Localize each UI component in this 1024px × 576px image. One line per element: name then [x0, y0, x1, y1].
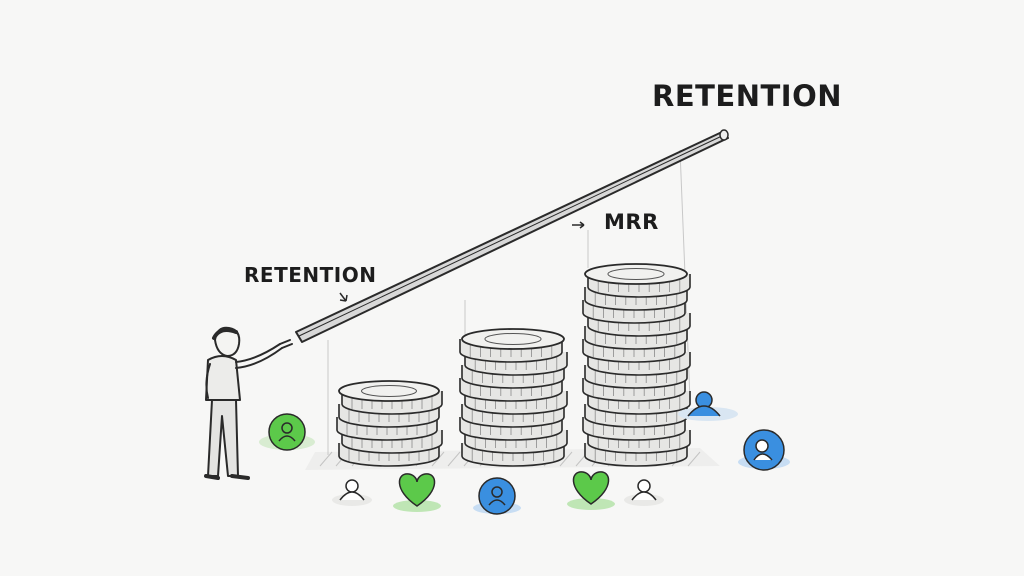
coin-top — [584, 263, 688, 285]
green-heart-icon — [567, 471, 615, 510]
coin-emblem — [607, 268, 665, 280]
blue-user-icon — [738, 429, 790, 471]
coin-top — [461, 328, 565, 350]
green-heart-icon — [393, 473, 441, 512]
green-user-icon — [259, 413, 315, 451]
blue-user-icon — [473, 477, 521, 515]
coin-emblem — [484, 333, 542, 345]
coin-stack-short — [336, 380, 443, 467]
white-user-icon — [332, 479, 372, 506]
white-user-icon — [624, 479, 664, 506]
retention-label-top: RETENTION — [652, 79, 842, 113]
retention-label-left: RETENTION — [244, 263, 377, 287]
label-arrows — [339, 221, 585, 302]
blue-user-icon — [678, 391, 738, 421]
coin-stack-tall — [582, 263, 691, 467]
presenter-figure — [204, 326, 293, 480]
coin-top — [338, 380, 440, 402]
rising-bar — [295, 129, 729, 343]
coin-emblem — [361, 385, 417, 397]
coin-stack-medium — [459, 328, 568, 467]
mrr-label: MRR — [604, 210, 659, 234]
